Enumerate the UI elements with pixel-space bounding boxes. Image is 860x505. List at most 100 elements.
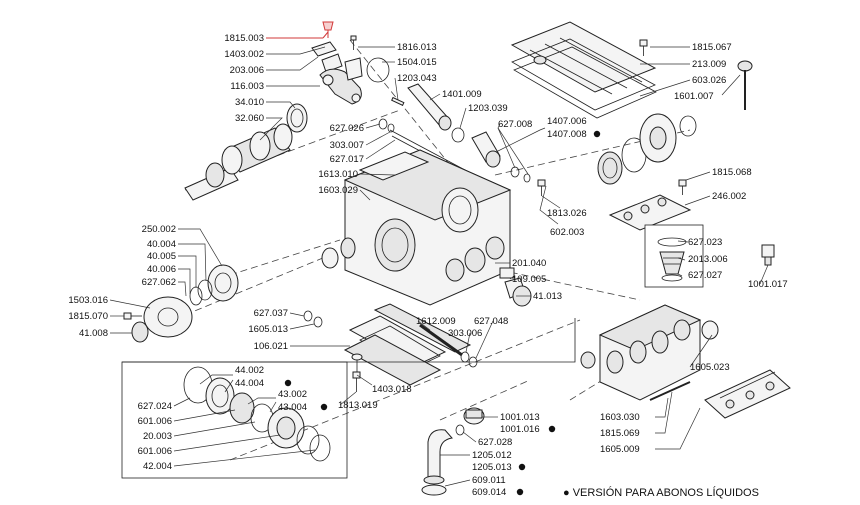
- label-1813-026: 1813.026: [547, 208, 587, 219]
- ring-627-037: [303, 310, 313, 322]
- label-1503-016: 1503.016: [68, 295, 108, 306]
- label-34-010: 34.010: [235, 97, 264, 108]
- seal-cluster-250-002: [189, 264, 239, 306]
- label-1403-018: 1403.018: [372, 384, 412, 395]
- label-1403-002: 1403.002: [224, 49, 264, 60]
- label-303-007: 303.007: [330, 140, 364, 151]
- label-1407-006: 1407.006: [547, 116, 587, 127]
- label-627-037: 627.037: [254, 308, 288, 319]
- piston-guide-1401-009: [407, 83, 452, 131]
- sleeve-1407-006: [471, 131, 501, 168]
- label-1815-068: 1815.068: [712, 167, 752, 178]
- ring-627-008b: [523, 173, 531, 183]
- label-627-008: 627.008: [498, 119, 532, 130]
- label-1001-017: 1001.017: [748, 279, 788, 290]
- ring-1504-015: [366, 57, 390, 83]
- label-40-006: 40.006: [147, 264, 176, 275]
- label-1603-030: 1603.030: [600, 412, 640, 423]
- label-1603-029: 1603.029: [318, 185, 358, 196]
- label-627-062: 627.062: [142, 277, 176, 288]
- label-213-009: 213.009: [692, 59, 726, 70]
- screw-1815-068: [678, 179, 687, 195]
- label-250-002: 250.002: [142, 224, 176, 235]
- valve-plate-246-002: [608, 194, 692, 231]
- label-1815-003: 1815.003: [224, 33, 264, 44]
- liquid-fertilizer-marker: [284, 379, 292, 387]
- label-44-004: 44.004: [235, 378, 264, 389]
- screw-1815-070: [123, 312, 142, 320]
- label-609-011: 609.011: [472, 475, 506, 486]
- label-41-013: 41.013: [533, 291, 562, 302]
- label-116-003: 116.003: [230, 81, 264, 92]
- screw-1816-013: [350, 35, 357, 50]
- ring-627-008a: [510, 166, 520, 178]
- label-1815-070: 1815.070: [68, 311, 108, 322]
- plug-201-040: [499, 267, 515, 279]
- label-201-040: 201.040: [512, 258, 546, 269]
- label-627-024: 627.024: [138, 401, 172, 412]
- label-246-002: 246.002: [712, 191, 746, 202]
- seal-detail-box: [121, 361, 348, 479]
- label-43-004: 43.004: [278, 402, 307, 413]
- label-1205-012: 1205.012: [472, 450, 512, 461]
- label-1001-016: 1001.016: [500, 424, 540, 435]
- ring-303-006: [460, 351, 470, 363]
- ring-1605-013: [313, 316, 323, 328]
- label-20-003: 20.003: [143, 431, 172, 442]
- label-1613-010: 1613.010: [318, 169, 358, 180]
- label-1601-007: 1601.007: [674, 91, 714, 102]
- label-40-005: 40.005: [147, 251, 176, 262]
- screw-1813-019: [352, 371, 361, 392]
- label-627-026: 627.026: [330, 123, 364, 134]
- liquid-fertilizer-marker: [320, 403, 328, 411]
- screw-1813-026: [537, 179, 546, 196]
- label-1813-019: 1813.019: [338, 400, 378, 411]
- label-1605-023: 1605.023: [690, 362, 730, 373]
- liquid-fertilizer-marker: [593, 130, 601, 138]
- ring-627-028: [455, 424, 465, 436]
- liquid-fertilizer-marker: [548, 425, 556, 433]
- leader-lines: [109, 31, 769, 487]
- label-106-021: 106.021: [254, 341, 288, 352]
- ring-1203-039: [451, 127, 465, 143]
- label-1407-008: 1407.008: [547, 129, 587, 140]
- label-1612-009: 1612.009: [416, 316, 456, 327]
- label-303-006: 303.006: [448, 328, 482, 339]
- footnote-liquid-fertilizer: ● VERSIÓN PARA ABONOS LÍQUIDOS: [563, 486, 759, 499]
- label-1401-009: 1401.009: [442, 89, 482, 100]
- screw-1815-003: [322, 21, 334, 38]
- label-44-002: 44.002: [235, 365, 264, 376]
- bracket-116-003: [319, 57, 363, 105]
- pump-housing-1603-029: [321, 149, 512, 306]
- label-32-060: 32.060: [235, 113, 264, 124]
- label-601-006-b: 601.006: [138, 446, 172, 457]
- bearing-cover-602-003: [597, 113, 697, 185]
- clip-203-006: [311, 41, 343, 73]
- label-602-003: 602.003: [550, 227, 584, 238]
- label-109-005: 109.005: [512, 274, 546, 285]
- label-1605-013: 1605.013: [248, 324, 288, 335]
- label-603-026: 603.026: [692, 75, 726, 86]
- label-627-048: 627.048: [474, 316, 508, 327]
- label-43-002: 43.002: [278, 389, 307, 400]
- base-plate: [343, 334, 442, 386]
- screw-1815-067: [639, 39, 648, 56]
- seal-34-010: [286, 103, 308, 133]
- valve-cartridge-2013-006: [657, 237, 687, 282]
- ring-627-026: [378, 118, 388, 130]
- cover-plate-213-009: [510, 21, 657, 119]
- label-627-027: 627.027: [688, 270, 722, 281]
- label-1815-069: 1815.069: [600, 428, 640, 439]
- label-1504-015: 1504.015: [397, 57, 437, 68]
- label-1001-013: 1001.013: [500, 412, 540, 423]
- part-labels: 1815.003 1403.002 203.006 116.003 34.010…: [68, 33, 787, 499]
- side-plate-1603-030: [704, 369, 791, 419]
- label-1203-039: 1203.039: [468, 103, 508, 114]
- label-627-023: 627.023: [688, 237, 722, 248]
- rod-1612-009: [419, 323, 463, 357]
- label-1203-043: 1203.043: [397, 73, 437, 84]
- label-1605-009: 1605.009: [600, 444, 640, 455]
- screw-1403-018: [351, 353, 363, 372]
- elbow-fitting-1205-012: [421, 429, 453, 496]
